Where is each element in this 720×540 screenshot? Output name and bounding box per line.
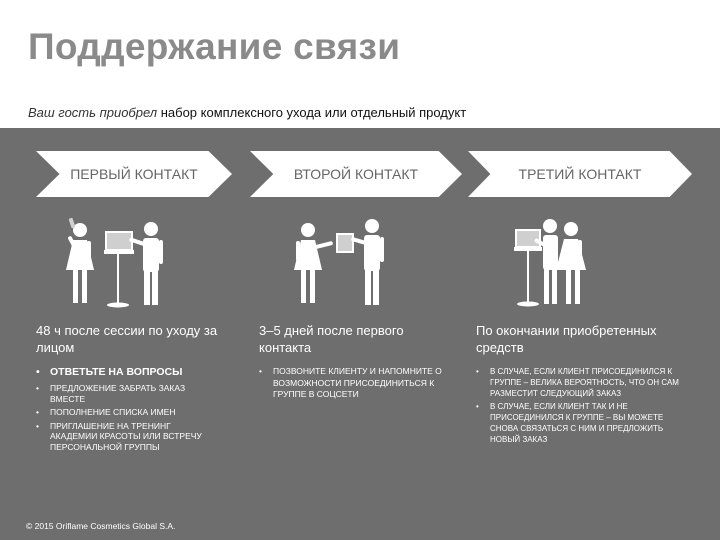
list-item: В СЛУЧАЕ, ЕСЛИ КЛИЕНТ ПРИСОЕДИНИЛСЯ К ГР… [476,366,682,399]
online-order-pictogram [514,219,586,307]
step-1-arrow: ПЕРВЫЙ КОНТАКТ [36,151,232,197]
step-1-timing: 48 ч после сессии по уходу за лицом [36,323,218,355]
package-handover-pictogram [294,219,384,305]
subtitle-normal: набор комплексного ухода или отдельный п… [160,105,467,120]
step-2-arrow: ВТОРОЙ КОНТАКТ [250,151,462,197]
step-2-timing: 3–5 дней после первого контакта [259,323,404,355]
copyright-footer: © 2015 Oriflame Cosmetics Global S.A. [26,521,176,531]
subtitle-italic: Ваш гость приобрел [28,105,158,120]
step-3-actions: В СЛУЧАЕ, ЕСЛИ КЛИЕНТ ПРИСОЕДИНИЛСЯ К ГР… [476,366,682,447]
step-3-arrow: ТРЕТИЙ КОНТАКТ [468,151,692,197]
list-item: ПРЕДЛОЖЕНИЕ ЗАБРАТЬ ЗАКАЗ ВМЕСТЕ [36,383,216,404]
list-item: ОТВЕТЬТЕ НА ВОПРОСЫ [36,366,216,379]
step-3-timing: По окончании приобретенных средств [476,323,657,355]
step-2-actions: ПОЗВОНИТЕ КЛИЕНТУ И НАПОМНИТЕ О ВОЗМОЖНО… [259,366,459,401]
list-item: ПРИГЛАШЕНИЕ НА ТРЕНИНГ АКАДЕМИИ КРАСОТЫ … [36,421,216,453]
page-title: Поддержание связи [28,26,401,67]
phone-call-pictogram [66,217,163,308]
list-item: ПОЗВОНИТЕ КЛИЕНТУ И НАПОМНИТЕ О ВОЗМОЖНО… [259,366,459,401]
list-item: ПОПОЛНЕНИЕ СПИСКА ИМЕН [36,407,216,418]
list-item: В СЛУЧАЕ, ЕСЛИ КЛИЕНТ ТАК И НЕ ПРИСОЕДИН… [476,401,682,445]
step-1-actions: ОТВЕТЬТЕ НА ВОПРОСЫ ПРЕДЛОЖЕНИЕ ЗАБРАТЬ … [36,366,216,455]
subtitle: Ваш гость приобрел набор комплексного ух… [28,105,466,120]
